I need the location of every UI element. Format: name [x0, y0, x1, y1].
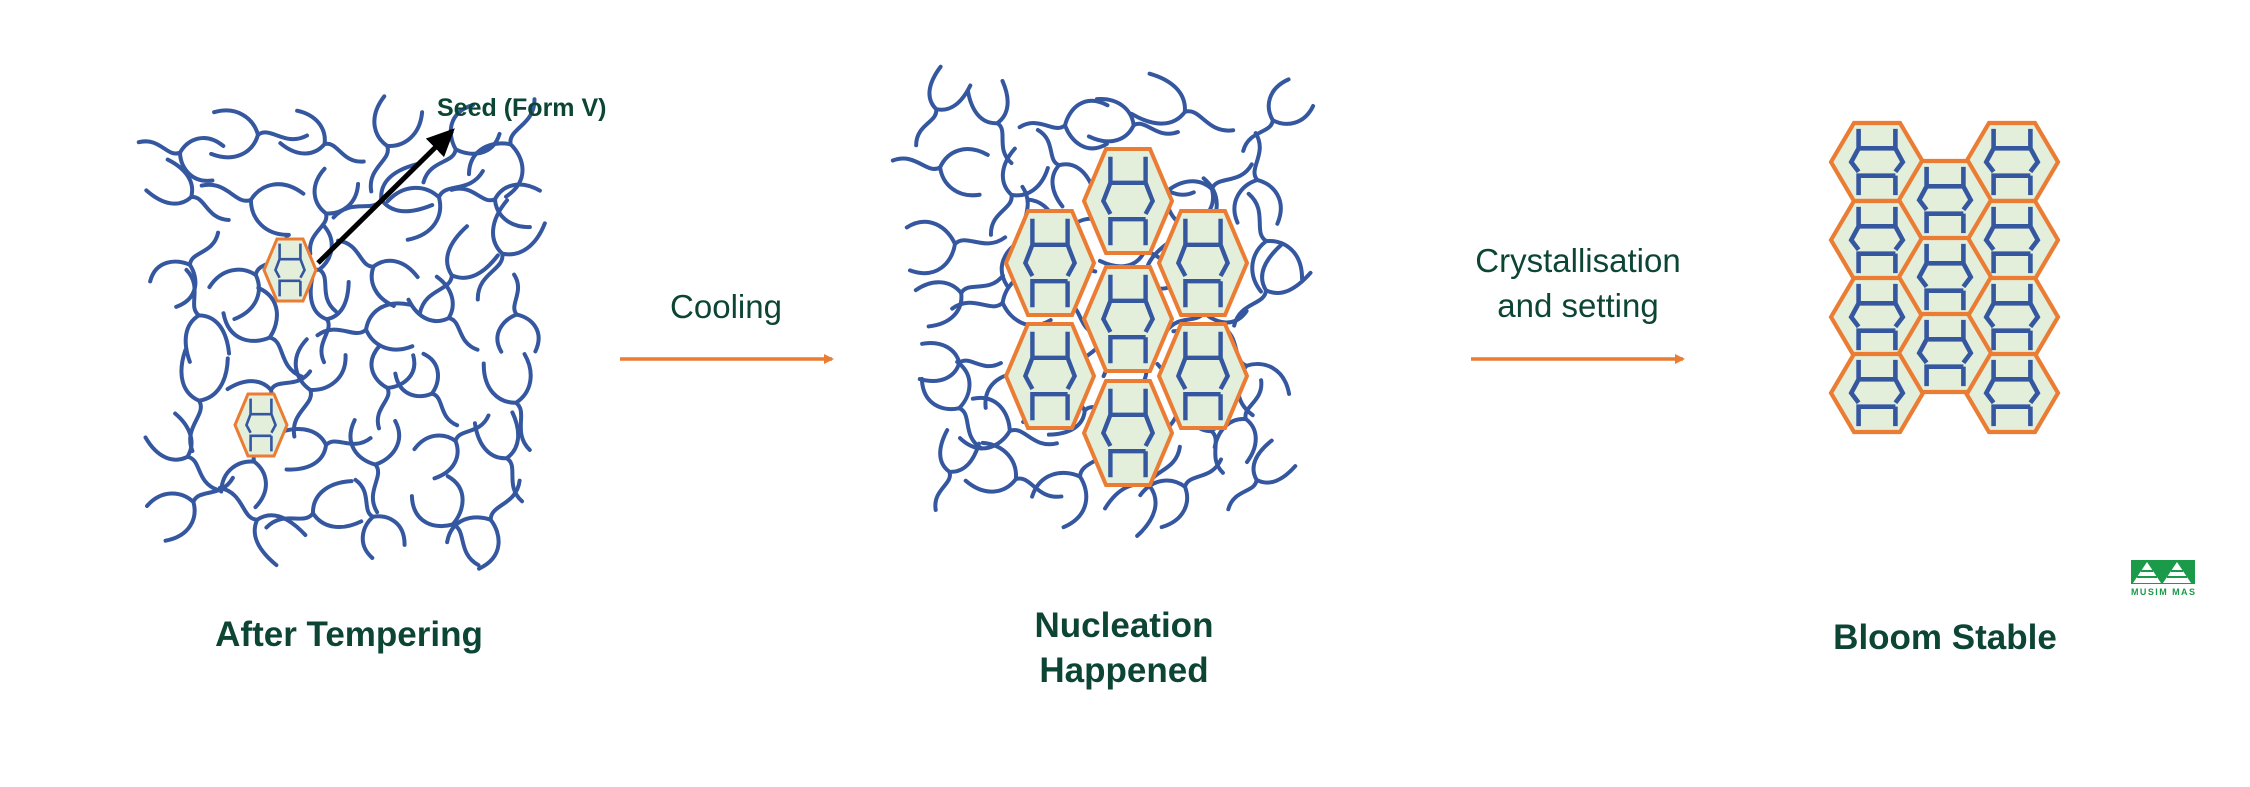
fat-chain [348, 418, 402, 515]
fat-chain [336, 238, 420, 308]
fat-chain [481, 352, 533, 452]
fat-chain [136, 136, 226, 183]
fat-chain [393, 351, 460, 428]
fat-chain [412, 413, 491, 481]
crystal-hexagon [1896, 158, 1994, 242]
crystal-hexagon [1156, 209, 1250, 317]
fat-chain [933, 428, 981, 512]
fat-chain [472, 410, 525, 504]
stage-title-nucleation-line2: Happened [1039, 651, 1208, 690]
fat-chain [369, 344, 417, 431]
fat-chain [914, 64, 973, 148]
fat-chain [1129, 71, 1236, 133]
fat-chain [417, 224, 500, 316]
fat-chain [963, 440, 1064, 499]
fat-chain [148, 230, 221, 309]
fat-chain [958, 395, 1059, 451]
stage-title-bloom-stable: Bloom Stable [1833, 618, 2057, 657]
fat-chain [1086, 97, 1180, 144]
crystal-hexagon [1081, 265, 1175, 373]
cooling-label: Cooling [670, 288, 782, 325]
fat-chain [1232, 242, 1313, 328]
fat-chain [495, 272, 541, 354]
fat-chain [264, 479, 364, 530]
crystallisation-label-line1: Crystallisation [1475, 242, 1680, 279]
fat-chain [353, 477, 407, 560]
fat-chain [143, 411, 220, 492]
fat-chain [965, 78, 1014, 166]
fat-chain [1017, 98, 1110, 151]
crystal-hexagon [262, 237, 318, 303]
crystal-hexagon [1896, 311, 1994, 395]
fat-chain [278, 108, 366, 164]
fat-chain [368, 94, 425, 194]
liquid-fat-chains-nucleation [890, 64, 1316, 538]
musim-mas-logo: MUSIM MAS [2131, 560, 2195, 597]
crystal-hexagons [233, 120, 2061, 487]
fat-chain [1246, 191, 1305, 294]
fat-chain [988, 146, 1050, 237]
crystal-hexagon [1003, 322, 1097, 430]
fat-chain [1035, 128, 1096, 209]
crystallisation-label-line2: and setting [1497, 287, 1658, 324]
seed-label: Seed (Form V) [437, 94, 606, 122]
stage-title-nucleation-line1: Nucleation [1035, 606, 1214, 645]
fat-chain [144, 157, 231, 222]
fat-chain [904, 219, 1008, 276]
fat-chain [199, 182, 306, 237]
fat-chain [1241, 77, 1316, 153]
fat-chain [1232, 131, 1283, 226]
fat-chain [183, 267, 232, 364]
fat-chain [179, 348, 230, 454]
crystal-hexagon [1896, 235, 1994, 319]
fat-chain [475, 198, 547, 302]
fat-chain [280, 427, 373, 472]
fat-chain [406, 274, 480, 352]
seed-pointer-arrow [316, 128, 455, 265]
fat-chain [466, 97, 537, 199]
fat-chain [449, 182, 542, 230]
crystal-hexagon [1081, 379, 1175, 487]
fat-chain [315, 301, 415, 352]
fat-chain [1138, 457, 1223, 530]
stage-title-after-tempering: After Tempering [215, 615, 483, 654]
logo-text: MUSIM MAS [2131, 587, 2195, 597]
crystal-hexagon [233, 392, 289, 458]
fat-chain [917, 341, 1003, 383]
fat-chain [1226, 438, 1298, 512]
fat-chain [209, 108, 310, 160]
crystal-hexagon [1081, 147, 1175, 255]
liquid-fat-chains-after-tempering [136, 94, 547, 571]
fat-chain [145, 475, 235, 543]
fat-chain [890, 147, 990, 198]
fat-chain [217, 485, 308, 568]
crystal-hexagon [1003, 209, 1097, 317]
crystal-hexagon [1156, 322, 1250, 430]
fat-chain [445, 478, 522, 571]
fat-chain [913, 273, 1005, 329]
